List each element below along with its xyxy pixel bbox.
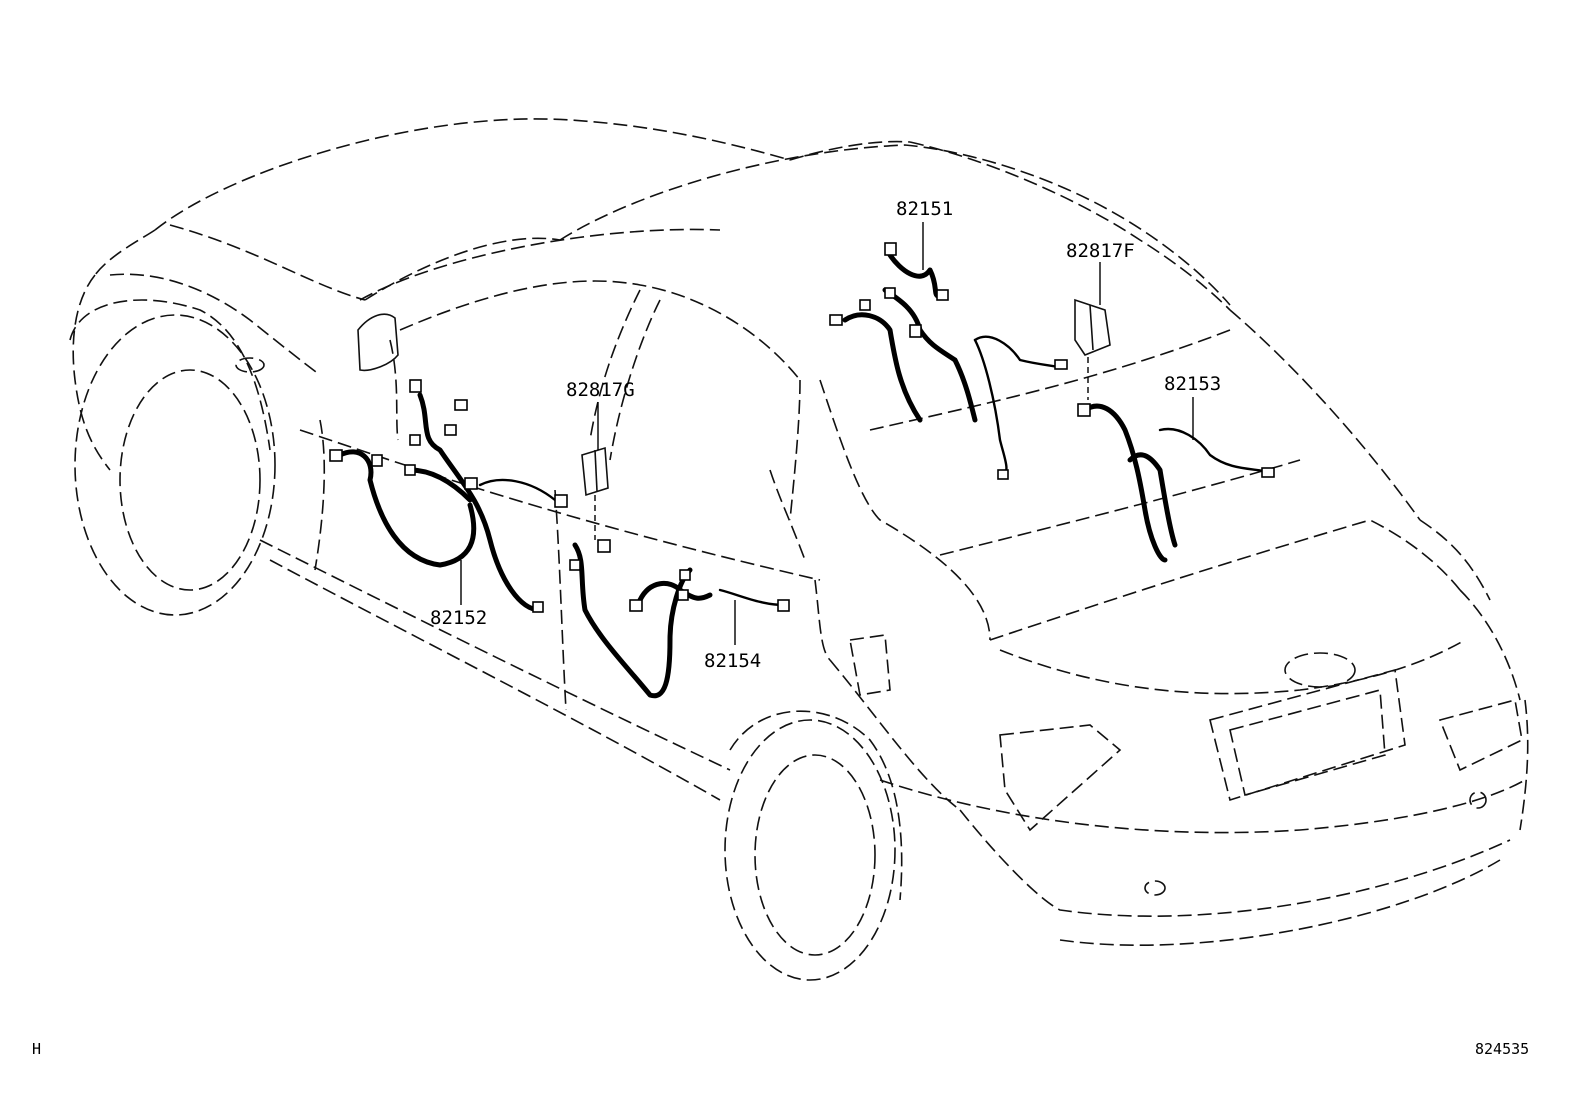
clip-82817G xyxy=(581,446,609,540)
car-body xyxy=(69,118,1529,981)
part-label-82154: 82154 xyxy=(704,650,762,672)
harness-82151 xyxy=(829,242,1068,480)
part-label-82151: 82151 xyxy=(896,198,954,220)
corner-mark-left: H xyxy=(32,1040,42,1058)
part-label-82817G: 82817G xyxy=(566,379,635,401)
clip-82817F xyxy=(1074,298,1111,400)
part-label-82153: 82153 xyxy=(1164,373,1222,395)
part-label-82152: 82152 xyxy=(430,607,488,629)
harness-82153 xyxy=(1077,403,1275,563)
label-leader-lines xyxy=(460,222,1194,645)
part-label-82817F: 82817F xyxy=(1066,240,1135,262)
harness-82152 xyxy=(329,379,568,613)
diagram-number: 824535 xyxy=(1475,1040,1530,1058)
harness-82154 xyxy=(569,539,790,699)
